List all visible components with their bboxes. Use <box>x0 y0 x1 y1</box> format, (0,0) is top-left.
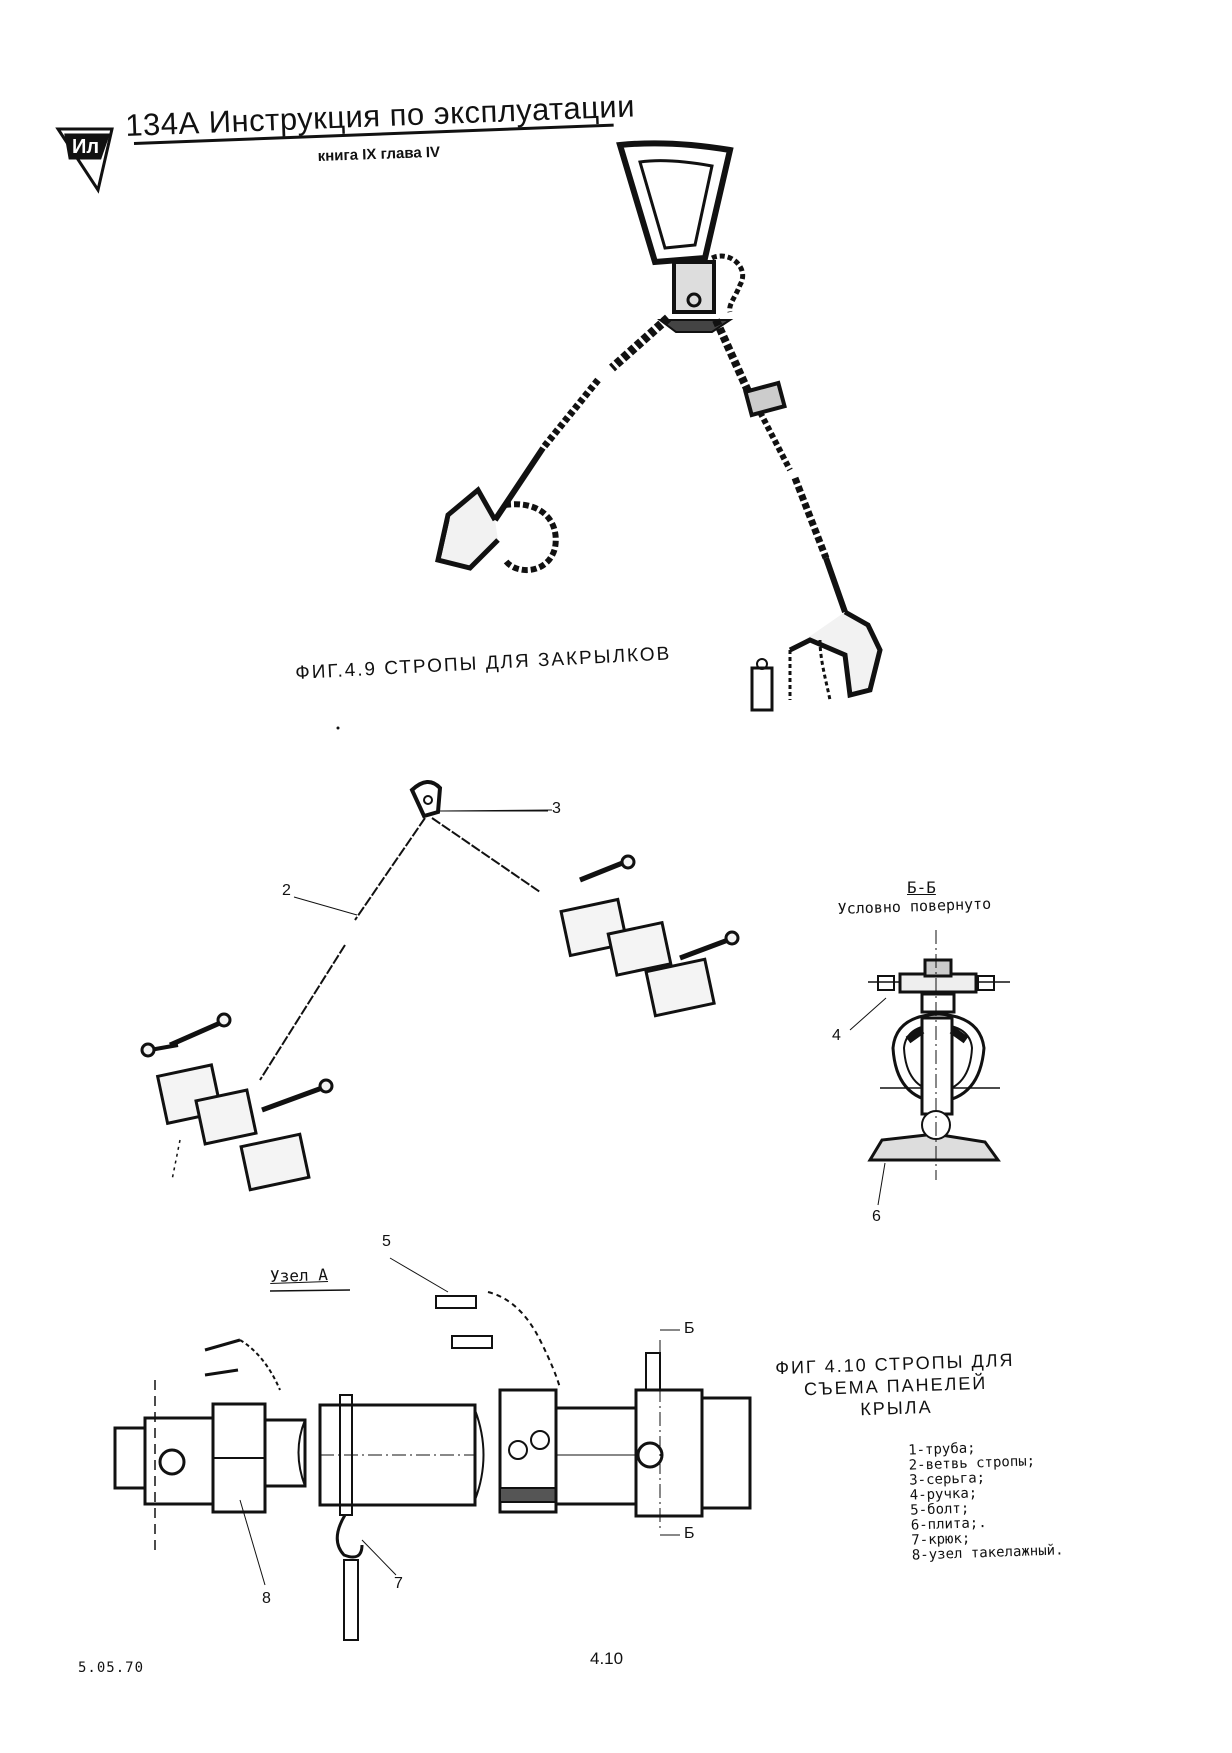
svg-text:Ил: Ил <box>72 136 99 158</box>
fig410-sling-drawing <box>140 780 740 1192</box>
detail-a-label: Узел А <box>269 1264 329 1287</box>
parts-legend: 1-труба; 2-ветвь стропы; 3-серьга; 4-руч… <box>908 1438 1064 1563</box>
section-marker-bottom: Б <box>684 1525 695 1542</box>
logo-emblem: Ил <box>55 127 114 194</box>
detail-a-drawing <box>113 1257 752 1641</box>
callout-3: 3 <box>552 800 561 817</box>
page-number: 4.10 <box>590 1649 624 1668</box>
section-bb-drawing <box>849 930 1010 1206</box>
footer-date: 5.05.70 <box>78 1660 145 1676</box>
figure-4-10-caption: ФИГ 4.10 СТРОПЫ ДЛЯ СЪЕМА ПАНЕЛЕЙ КРЫЛА <box>775 1349 1016 1423</box>
callout-2: 2 <box>282 882 291 899</box>
callout-6: 6 <box>872 1208 881 1225</box>
callout-8: 8 <box>262 1590 271 1607</box>
section-bb-label: Б-Б <box>907 878 936 897</box>
callout-7: 7 <box>394 1575 403 1592</box>
section-marker-top: Б <box>684 1320 695 1337</box>
callout-5: 5 <box>382 1233 391 1250</box>
callout-4: 4 <box>832 1027 841 1044</box>
fig49-drawing <box>435 140 883 712</box>
stray-mark <box>336 726 340 730</box>
